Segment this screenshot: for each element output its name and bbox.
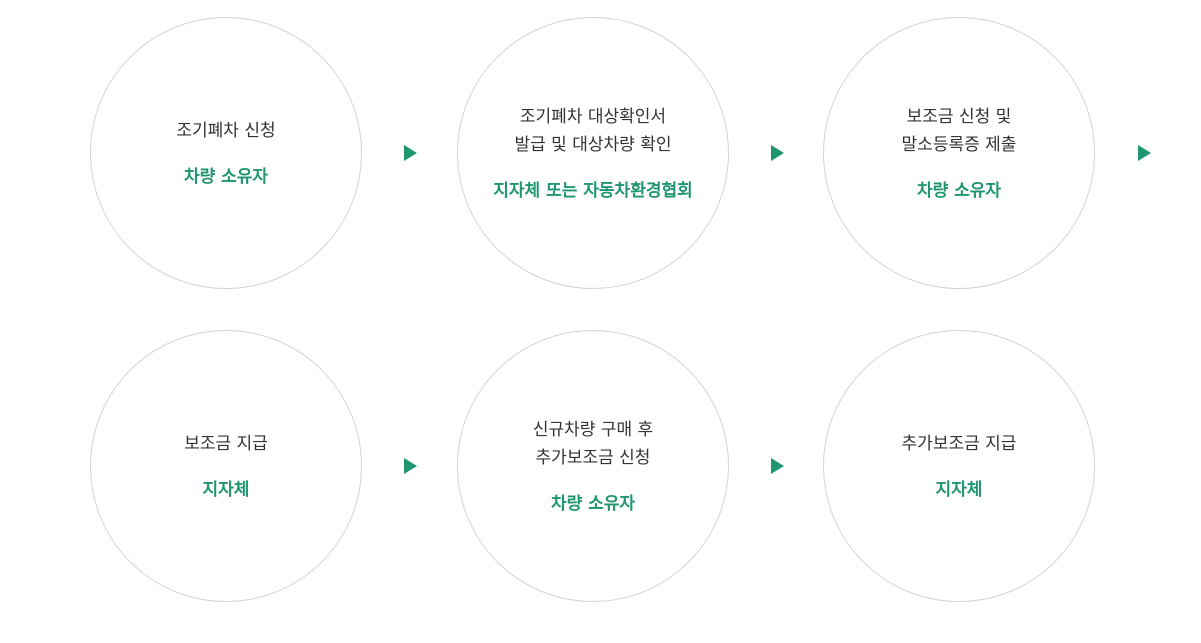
- step-2-actor: 지자체 또는 자동차환경협회: [493, 181, 693, 201]
- step-5-actor: 차량 소유자: [550, 494, 636, 514]
- step-5-circle: 신규차량 구매 후 추가보조금 신청 차량 소유자: [457, 330, 729, 602]
- step-6-circle: 추가보조금 지급 지자체: [823, 330, 1095, 602]
- step-1-actor: 차량 소유자: [183, 167, 269, 187]
- step-1-title: 조기폐차 신청: [176, 121, 276, 141]
- step-2-title: 조기폐차 대상확인서 발급 및 대상차량 확인: [514, 107, 672, 155]
- step-5-title: 신규차량 구매 후 추가보조금 신청: [532, 420, 654, 468]
- arrow-right-icon: [1138, 145, 1151, 161]
- step-6-actor: 지자체: [935, 480, 983, 500]
- arrow-right-icon: [771, 145, 784, 161]
- step-4-title: 보조금 지급: [184, 434, 268, 454]
- step-6-title: 추가보조금 지급: [901, 434, 1017, 454]
- arrow-right-icon: [771, 458, 784, 474]
- step-3-title: 보조금 신청 및 말소등록증 제출: [901, 107, 1017, 155]
- arrow-right-icon: [404, 145, 417, 161]
- step-4-circle: 보조금 지급 지자체: [90, 330, 362, 602]
- step-3-actor: 차량 소유자: [916, 181, 1002, 201]
- step-2-circle: 조기폐차 대상확인서 발급 및 대상차량 확인 지자체 또는 자동차환경협회: [457, 17, 729, 289]
- arrow-right-icon: [404, 458, 417, 474]
- step-4-actor: 지자체: [202, 480, 250, 500]
- step-3-circle: 보조금 신청 및 말소등록증 제출 차량 소유자: [823, 17, 1095, 289]
- step-1-circle: 조기폐차 신청 차량 소유자: [90, 17, 362, 289]
